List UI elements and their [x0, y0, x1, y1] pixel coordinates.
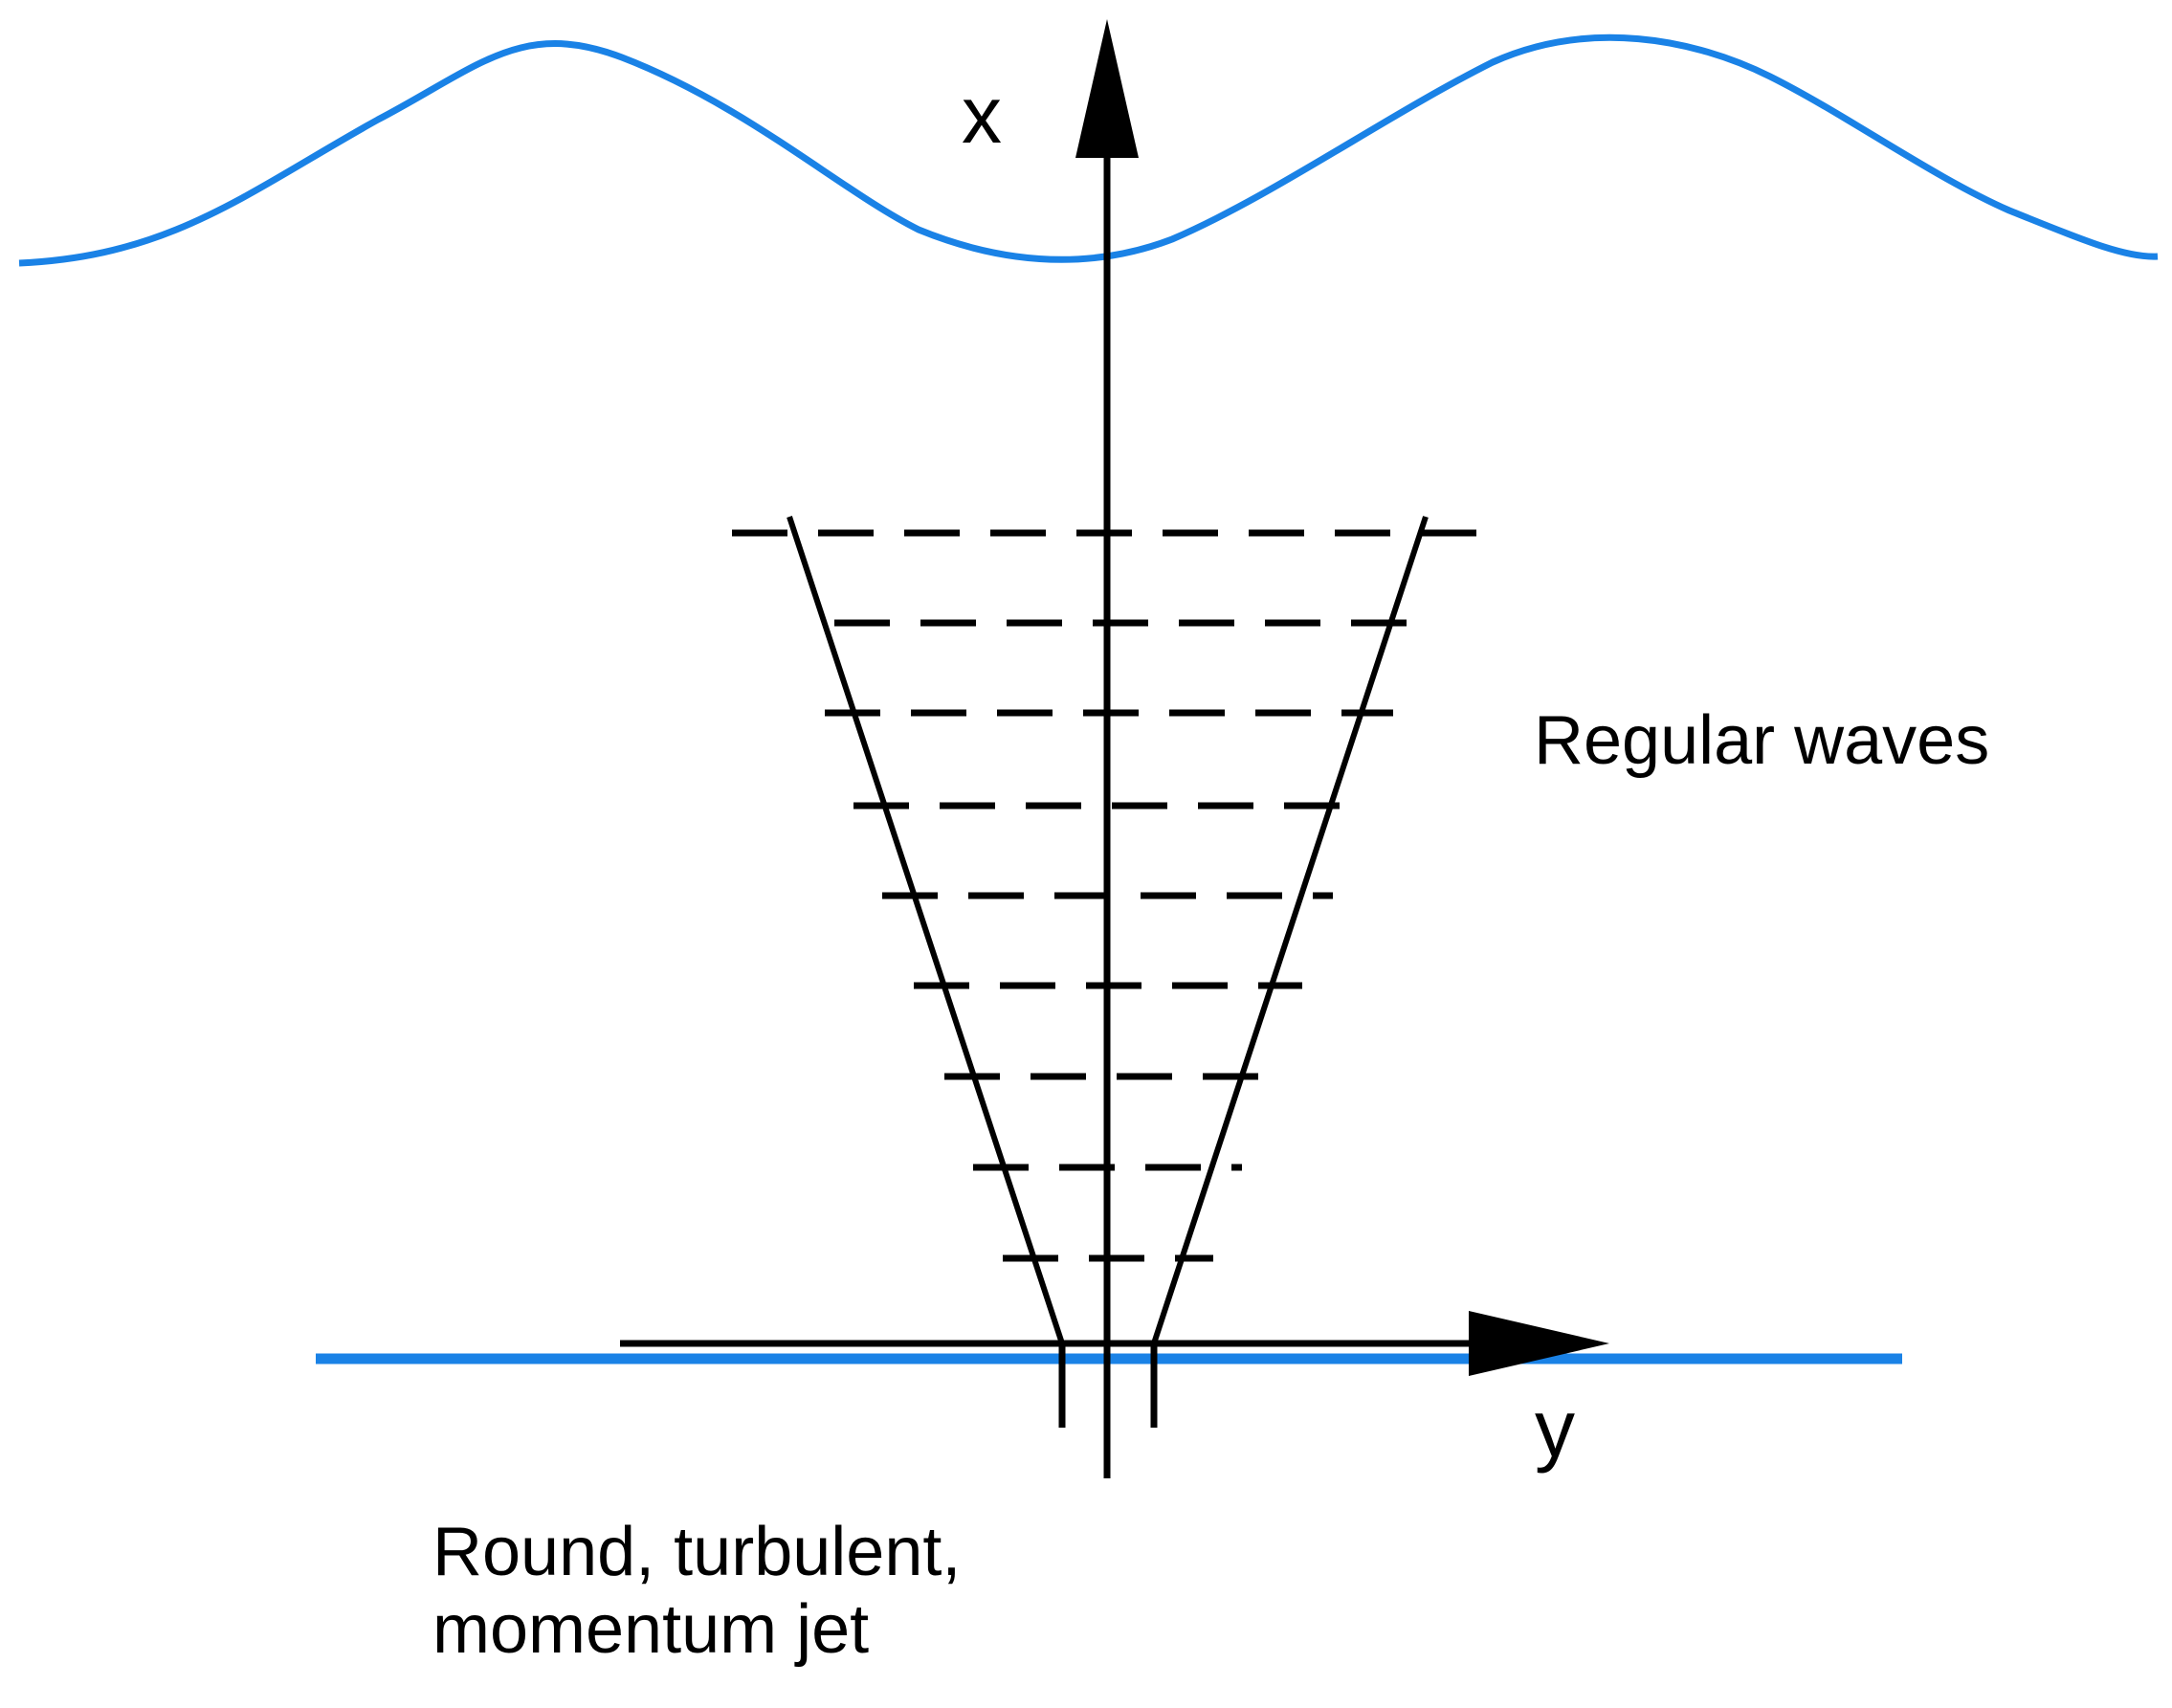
y-axis-arrowhead — [1469, 1311, 1609, 1376]
y-axis-label: y — [1535, 1384, 1575, 1474]
jet-label-line-1: Round, turbulent, — [432, 1514, 962, 1590]
jet-label: Round, turbulent, momentum jet — [432, 1514, 961, 1668]
jet-left-boundary — [787, 516, 1065, 1344]
jet-profile-lines — [732, 529, 1483, 1262]
regular-waves-label: Regular waves — [1534, 702, 1990, 779]
wave-surface-line — [18, 33, 2159, 267]
x-axis-label: x — [962, 70, 1002, 160]
jet-right-boundary — [1151, 516, 1429, 1344]
x-axis-arrowhead — [1075, 19, 1139, 158]
jet-label-line-2: momentum jet — [432, 1590, 870, 1668]
